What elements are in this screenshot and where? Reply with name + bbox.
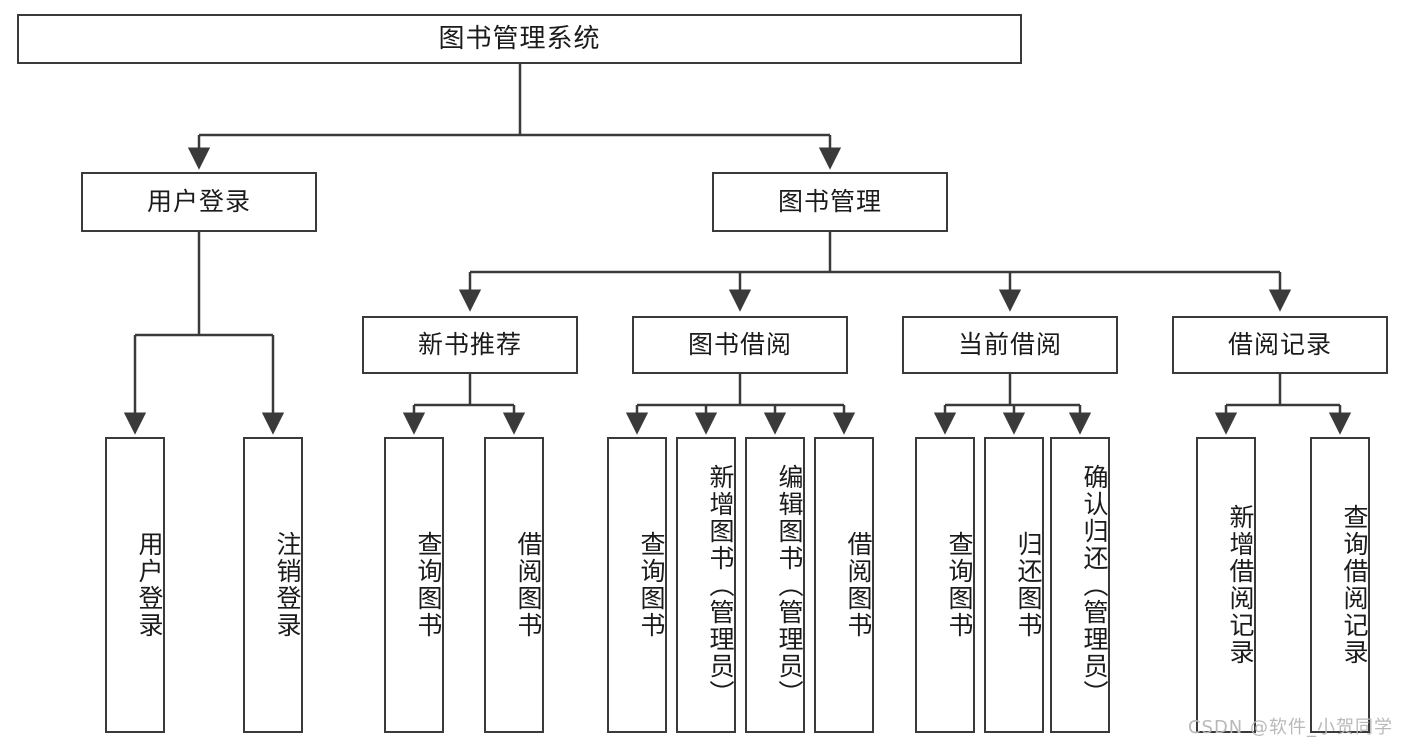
leaf-current-confirm-return-admin[interactable]: 确认归还（管理员） — [1050, 437, 1110, 733]
leaf-new-book-borrow[interactable]: 借阅图书 — [484, 437, 544, 733]
leaf-label: 确认归还（管理员） — [1080, 463, 1109, 707]
leaf-label: 查询借阅记录 — [1340, 504, 1369, 666]
leaf-label: 新增图书（管理员） — [706, 463, 735, 707]
leaf-label: 查询图书 — [414, 531, 443, 639]
node-new-book-recommend[interactable]: 新书推荐 — [362, 316, 578, 374]
leaf-record-query[interactable]: 查询借阅记录 — [1310, 437, 1370, 733]
leaf-label: 注销登录 — [273, 531, 302, 639]
leaf-label: 借阅图书 — [514, 531, 543, 639]
leaf-current-query-book[interactable]: 查询图书 — [915, 437, 975, 733]
leaf-current-return-book[interactable]: 归还图书 — [984, 437, 1044, 733]
leaf-user-login-logout[interactable]: 注销登录 — [243, 437, 303, 733]
node-root-system[interactable]: 图书管理系统 — [17, 14, 1022, 64]
node-book-borrow[interactable]: 图书借阅 — [632, 316, 848, 374]
leaf-label: 新增借阅记录 — [1226, 504, 1255, 666]
leaf-label: 归还图书 — [1014, 531, 1043, 639]
leaf-label: 查询图书 — [637, 531, 666, 639]
leaf-user-login-signin[interactable]: 用户登录 — [105, 437, 165, 733]
leaf-borrow-add-book-admin[interactable]: 新增图书（管理员） — [676, 437, 736, 733]
leaf-borrow-edit-book-admin[interactable]: 编辑图书（管理员） — [745, 437, 805, 733]
node-borrow-record[interactable]: 借阅记录 — [1172, 316, 1388, 374]
node-book-management[interactable]: 图书管理 — [712, 172, 948, 232]
leaf-label: 借阅图书 — [844, 531, 873, 639]
node-current-borrow[interactable]: 当前借阅 — [902, 316, 1118, 374]
node-user-login[interactable]: 用户登录 — [81, 172, 317, 232]
leaf-borrow-borrow-book[interactable]: 借阅图书 — [814, 437, 874, 733]
leaf-record-add[interactable]: 新增借阅记录 — [1196, 437, 1256, 733]
leaf-label: 查询图书 — [945, 531, 974, 639]
leaf-label: 编辑图书（管理员） — [775, 463, 804, 707]
leaf-new-book-query[interactable]: 查询图书 — [384, 437, 444, 733]
csdn-watermark: CSDN @软件_小贺同学 — [1187, 717, 1393, 738]
leaf-label: 用户登录 — [135, 531, 164, 639]
leaf-borrow-query-book[interactable]: 查询图书 — [607, 437, 667, 733]
